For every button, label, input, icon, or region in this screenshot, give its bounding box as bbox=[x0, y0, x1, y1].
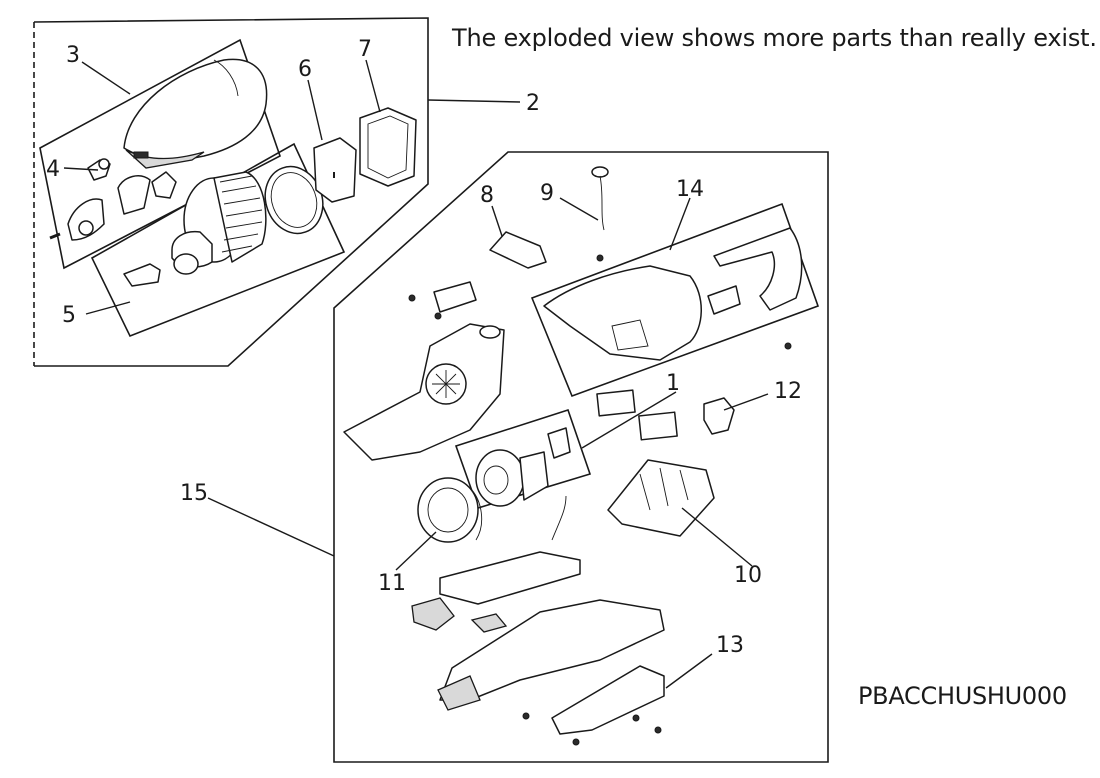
assembly-15-box bbox=[333, 151, 829, 763]
assembly-2-box bbox=[33, 17, 429, 367]
assembly-3-box bbox=[39, 38, 281, 270]
drawing-code: PBACCHUSHU000 bbox=[858, 682, 1067, 710]
callout-2: 2 bbox=[526, 91, 540, 116]
callout-7: 7 bbox=[358, 37, 372, 62]
callout-13: 13 bbox=[716, 633, 744, 658]
callout-15: 15 bbox=[180, 481, 208, 506]
motor-part bbox=[475, 427, 571, 507]
separator-part bbox=[117, 171, 177, 215]
bottom-screws-part bbox=[522, 712, 662, 746]
filter-frame-part bbox=[359, 107, 417, 187]
handle-housing-part bbox=[543, 227, 803, 361]
release-button-part bbox=[489, 231, 547, 269]
nozzle-flap-part bbox=[67, 198, 105, 241]
motor-ring-part bbox=[417, 477, 483, 543]
callout-3: 3 bbox=[66, 43, 80, 68]
filter-clip-part bbox=[123, 263, 161, 287]
callout-10: 10 bbox=[734, 563, 762, 588]
pleated-filter-part bbox=[171, 171, 267, 275]
switch-cap-part bbox=[470, 613, 508, 633]
screw-part bbox=[49, 232, 61, 240]
bottom-cover-part bbox=[551, 665, 665, 735]
callout-6: 6 bbox=[298, 57, 312, 82]
wire-harness-part bbox=[591, 166, 609, 262]
handle-screw-part bbox=[784, 342, 792, 350]
latch-part bbox=[87, 158, 111, 181]
dust-cup-part bbox=[123, 58, 268, 169]
leader-lines bbox=[63, 59, 769, 689]
rating-label-part bbox=[596, 389, 636, 417]
callout-numbers: 3 2 4 5 6 7 8 9 14 1 12 15 11 10 13 bbox=[46, 37, 802, 658]
callout-12: 12 bbox=[774, 379, 802, 404]
assembly-1-box bbox=[454, 408, 592, 509]
callout-9: 9 bbox=[540, 181, 554, 206]
callout-11: 11 bbox=[378, 571, 406, 596]
assembly-14-box bbox=[530, 202, 820, 398]
main-body-frame-part bbox=[343, 323, 505, 461]
exploded-view-note: The exploded view shows more parts than … bbox=[452, 24, 1097, 52]
callout-4: 4 bbox=[46, 157, 60, 182]
switch-cover-part bbox=[411, 597, 455, 631]
foam-filter-part bbox=[313, 137, 357, 203]
bottom-housing-part bbox=[437, 599, 665, 711]
circuit-board-part bbox=[439, 495, 581, 605]
callout-5: 5 bbox=[62, 303, 76, 328]
battery-pack-part bbox=[607, 459, 715, 537]
callout-1: 1 bbox=[666, 371, 680, 396]
callout-14: 14 bbox=[676, 177, 704, 202]
bracket-part bbox=[703, 397, 735, 435]
warning-label-part bbox=[638, 411, 678, 441]
switch-part bbox=[408, 281, 477, 320]
callout-8: 8 bbox=[480, 183, 494, 208]
